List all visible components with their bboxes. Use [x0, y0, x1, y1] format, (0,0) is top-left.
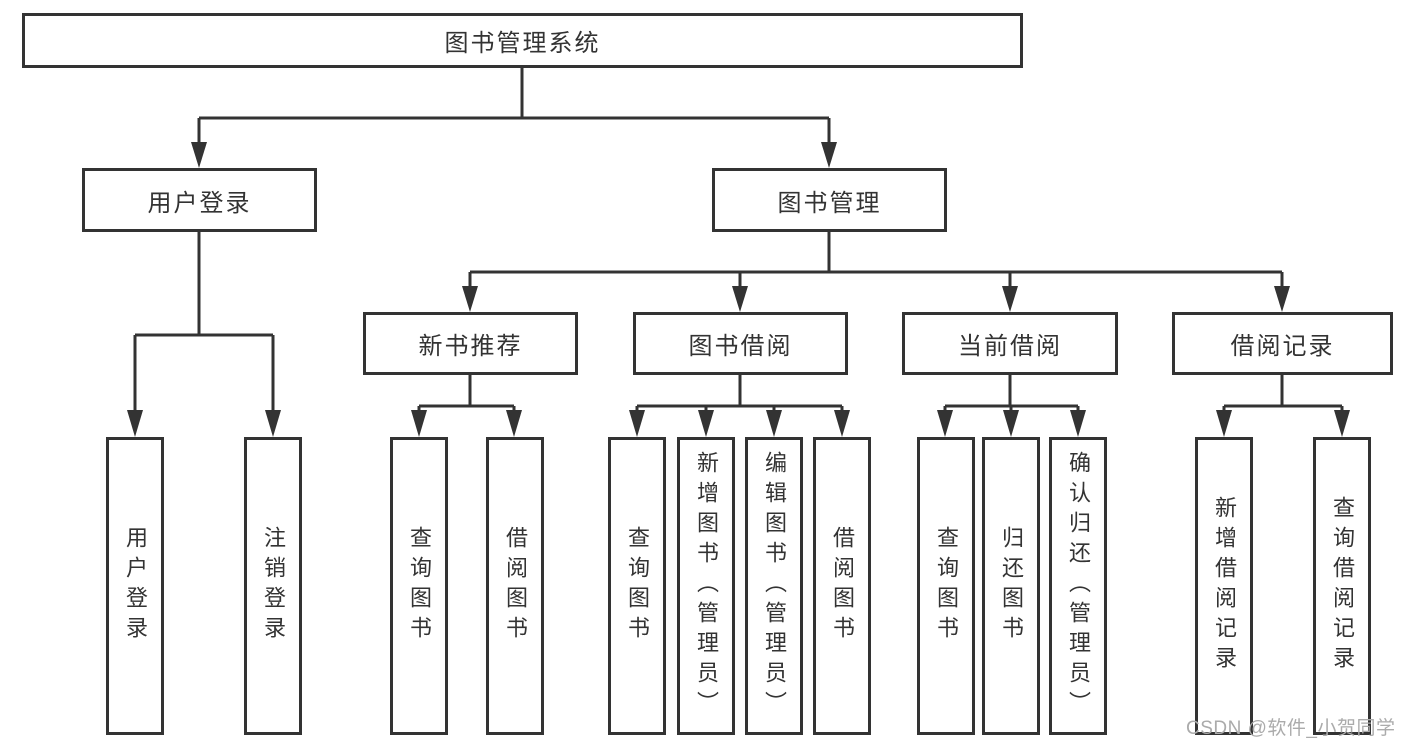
node-borrow-records: 借阅记录 [1172, 312, 1393, 375]
leaf-query-books-recommend-label: 查询图书 [407, 526, 432, 646]
leaf-borrow-books-recommend: 借阅图书 [486, 437, 544, 735]
node-user-login: 用户登录 [82, 168, 317, 232]
leaf-query-borrow-record: 查询借阅记录 [1313, 437, 1371, 735]
leaf-query-books-current: 查询图书 [917, 437, 975, 735]
leaf-query-books-recommend: 查询图书 [390, 437, 448, 735]
leaf-borrow-books-2-label: 借阅图书 [830, 526, 855, 646]
node-book-management: 图书管理 [712, 168, 947, 232]
leaf-query-books-borrow-label: 查询图书 [625, 526, 650, 646]
node-book-borrow: 图书借阅 [633, 312, 848, 375]
leaf-add-borrow-record-label: 新增借阅记录 [1212, 496, 1237, 676]
leaf-edit-book-admin-label: 编辑图书（管理员） [762, 451, 787, 721]
leaf-logout-label: 注销登录 [261, 526, 286, 646]
leaf-return-book: 归还图书 [982, 437, 1040, 735]
node-current-borrow: 当前借阅 [902, 312, 1118, 375]
leaf-add-book-admin-label: 新增图书（管理员） [694, 451, 719, 721]
node-book-management-label: 图书管理 [777, 189, 882, 217]
leaf-user-login-label: 用户登录 [123, 526, 148, 646]
leaf-return-book-label: 归还图书 [999, 526, 1024, 646]
node-new-book-recommend-label: 新书推荐 [418, 333, 523, 360]
leaf-confirm-return-admin: 确认归还（管理员） [1049, 437, 1107, 735]
leaf-borrow-books-recommend-label: 借阅图书 [503, 526, 528, 646]
node-user-login-label: 用户登录 [147, 189, 252, 217]
leaf-borrow-books-2: 借阅图书 [813, 437, 871, 735]
node-new-book-recommend: 新书推荐 [363, 312, 578, 375]
node-borrow-records-label: 借阅记录 [1230, 333, 1335, 360]
leaf-query-books-borrow: 查询图书 [608, 437, 666, 735]
node-book-borrow-label: 图书借阅 [688, 333, 793, 360]
leaf-edit-book-admin: 编辑图书（管理员） [745, 437, 803, 735]
node-root: 图书管理系统 [22, 13, 1023, 68]
leaf-query-borrow-record-label: 查询借阅记录 [1330, 496, 1355, 676]
leaf-add-book-admin: 新增图书（管理员） [677, 437, 735, 735]
leaf-logout: 注销登录 [244, 437, 302, 735]
leaf-query-books-current-label: 查询图书 [934, 526, 959, 646]
leaf-user-login: 用户登录 [106, 437, 164, 735]
node-root-label: 图书管理系统 [444, 30, 601, 57]
watermark-text: CSDN @软件_小贺同学 [1186, 718, 1396, 739]
leaf-add-borrow-record: 新增借阅记录 [1195, 437, 1253, 735]
node-current-borrow-label: 当前借阅 [958, 333, 1062, 360]
leaf-confirm-return-admin-label: 确认归还（管理员） [1066, 451, 1091, 721]
